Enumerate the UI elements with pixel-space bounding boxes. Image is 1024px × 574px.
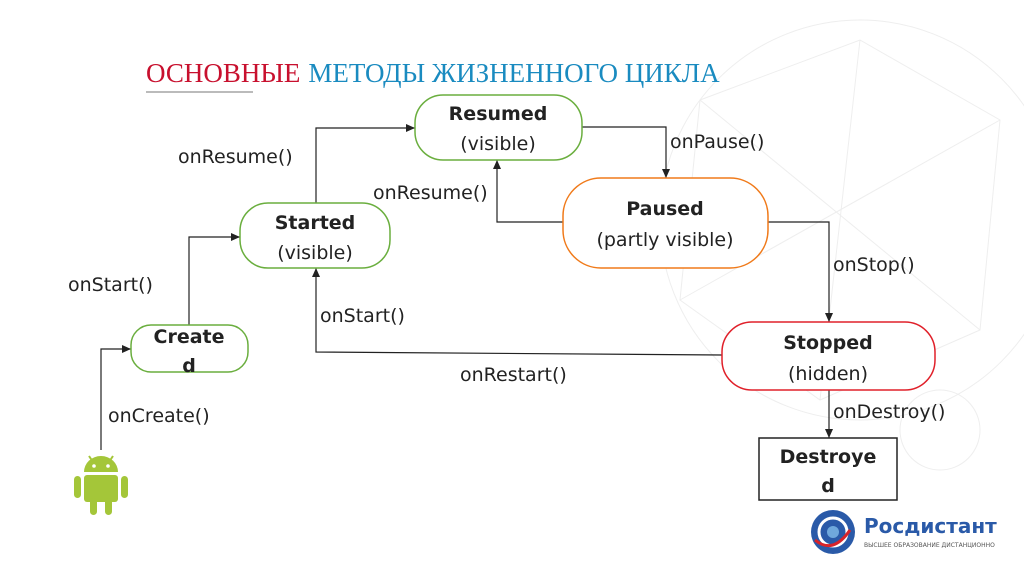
android-robot-icon (74, 455, 128, 515)
arrow-started-to-resumed (315, 124, 415, 203)
state-stopped: Stopped (hidden) (721, 321, 936, 391)
label-on-pause: onPause() (670, 131, 764, 153)
state-created-line2: d (182, 355, 196, 377)
state-stopped-name: Stopped (783, 332, 873, 354)
state-destroyed-line1: Destroye (780, 446, 877, 468)
state-resumed-sub: (visible) (460, 133, 536, 155)
state-started-name: Started (275, 212, 356, 234)
arrow-paused-to-resumed (493, 160, 563, 223)
state-created-line1: Create (154, 326, 225, 348)
label-on-destroy: onDestroy() (833, 401, 945, 423)
state-paused-name: Paused (626, 198, 704, 220)
state-stopped-sub: (hidden) (788, 363, 868, 385)
state-resumed: Resumed (visible) (414, 94, 583, 161)
logo-name: Росдистант (864, 514, 997, 538)
arrow-launch-to-created (100, 345, 131, 450)
label-on-start-1: onStart() (68, 274, 153, 296)
state-destroyed: Destroye d (758, 437, 898, 501)
state-started-sub: (visible) (277, 242, 353, 264)
arrow-stopped-to-started (312, 268, 723, 356)
label-on-start-2: onStart() (320, 305, 405, 327)
state-created: Create d (130, 324, 249, 377)
label-on-restart: onRestart() (460, 364, 567, 386)
arrow-paused-to-stopped (768, 221, 833, 322)
arrow-resumed-to-paused (582, 126, 670, 178)
label-on-create: onCreate() (108, 405, 210, 427)
state-paused-sub: (partly visible) (596, 229, 733, 251)
state-paused: Paused (partly visible) (562, 177, 769, 269)
logo-tagline: ВЫСШЕЕ ОБРАЗОВАНИЕ ДИСТАНЦИОННО (864, 542, 995, 549)
arrow-created-to-started (188, 233, 240, 325)
label-on-resume-2: onResume() (373, 182, 488, 204)
state-destroyed-line2: d (821, 475, 835, 497)
state-resumed-name: Resumed (449, 103, 548, 125)
state-started: Started (visible) (239, 202, 391, 269)
label-on-resume-1: onResume() (178, 146, 293, 168)
rosdistant-logo: Росдистант ВЫСШЕЕ ОБРАЗОВАНИЕ ДИСТАНЦИОН… (811, 510, 997, 554)
label-on-stop: onStop() (833, 254, 915, 276)
